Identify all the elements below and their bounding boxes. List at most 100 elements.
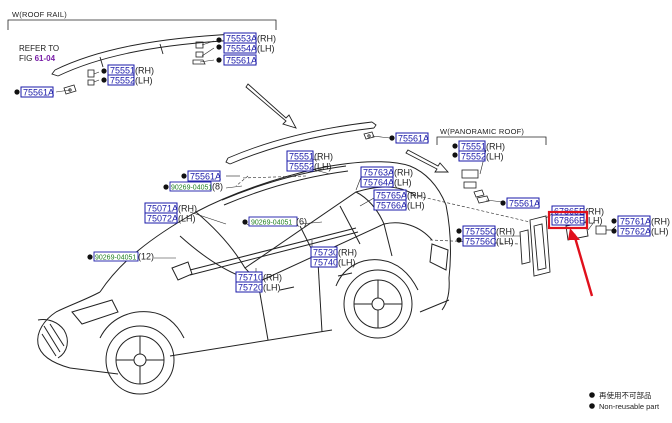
svg-text:75554A: 75554A [226,44,257,54]
svg-text:(RH): (RH) [178,204,197,214]
svg-text:75710: 75710 [238,273,263,283]
svg-text:75720: 75720 [238,283,263,293]
callout-75071A[interactable]: 75071A (RH) [144,202,197,214]
svg-text:(RH): (RH) [486,142,505,152]
callout-75710[interactable]: 75710 (RH) [235,271,282,283]
panoramic-roof-group-title: W(PANORAMIC ROOF) [440,127,524,136]
callout-bolt-8[interactable]: 90269-04051 (8) [163,182,223,192]
direction-arrow-pano-icon [405,149,450,173]
legend: 再使用不可部品 Non-reusable part [589,390,660,411]
callout-75755C[interactable]: 75755C (RH) [456,225,515,237]
svg-text:(RH): (RH) [394,168,413,178]
callout-75552-pano[interactable]: 75552 (LH) [452,150,504,162]
svg-text:75072A: 75072A [147,214,178,224]
svg-text:(LH): (LH) [257,44,275,54]
svg-text:(RH): (RH) [651,217,670,227]
callout-75762A[interactable]: 75762A (LH) [611,225,669,237]
svg-text:90269-04051: 90269-04051 [95,255,136,262]
svg-text:75551: 75551 [461,142,486,152]
callout-75551-main[interactable]: 75551 (RH) [286,150,333,162]
svg-text:(8): (8) [212,182,223,192]
svg-text:75552: 75552 [461,152,486,162]
svg-text:(LH): (LH) [651,227,669,237]
rail-clip-mid-icon [87,69,95,86]
rail-end-cap-icon [192,41,206,65]
callout-75761A[interactable]: 75761A (RH) [611,215,670,227]
svg-text:(RH): (RH) [257,34,276,44]
svg-text:(RH): (RH) [314,152,333,162]
callout-75554A[interactable]: 75554A (LH) [216,42,275,54]
callout-75720[interactable]: 75720 (LH) [235,281,281,293]
svg-text:90269-04051: 90269-04051 [171,185,212,192]
svg-text:(RH): (RH) [496,227,515,237]
callout-75765A[interactable]: 75765A (RH) [373,189,426,201]
callout-bolt-12[interactable]: 90269-04051 (12) [87,252,154,262]
svg-text:75755C: 75755C [465,227,497,237]
callout-75730[interactable]: 75730 (RH) [310,246,357,258]
svg-text:(LH): (LH) [178,214,196,224]
svg-text:75561A: 75561A [226,56,257,66]
svg-text:(LH): (LH) [486,152,504,162]
svg-text:75561A: 75561A [509,199,540,209]
svg-text:75762A: 75762A [620,227,651,237]
svg-text:Non-reusable part: Non-reusable part [599,402,660,411]
refer-fig-label: FIG 61-04 [19,54,56,63]
highlight-box [547,210,589,230]
callout-75766A[interactable]: 75766A (LH) [373,199,425,211]
callout-75561A-front[interactable]: 75561A [500,197,540,209]
svg-text:(RH): (RH) [263,273,282,283]
non-reusable-dot-icon [589,403,595,409]
svg-text:75561A: 75561A [23,88,54,98]
svg-text:75764A: 75764A [363,178,394,188]
fig-link[interactable]: 61-04 [35,54,56,63]
svg-text:75763A: 75763A [363,168,394,178]
callout-75561A-mid[interactable]: 75561A [181,170,221,182]
callout-bolt-6[interactable]: 90269-04051 (6) [242,217,307,227]
svg-text:75730: 75730 [313,248,338,258]
svg-text:(RH): (RH) [585,207,604,217]
svg-text:(RH): (RH) [407,191,426,201]
pano-clip-icon [461,169,490,204]
svg-text:(LH): (LH) [314,162,332,172]
callout-75763A[interactable]: 75763A (RH) [360,166,413,178]
rail-clip-left-icon [63,84,77,95]
svg-text:(LH): (LH) [338,258,356,268]
svg-text:75756C: 75756C [465,237,497,247]
callout-75561A-top[interactable]: 75561A [216,54,257,66]
refer-to-text: REFER TO [19,44,59,53]
panoramic-roof-group-bracket [436,136,547,145]
callout-75764A[interactable]: 75764A (LH) [360,176,412,188]
callout-75551-pano[interactable]: 75551 (RH) [452,140,505,152]
callout-75561A-left[interactable]: 75561A [14,86,54,98]
svg-text:75551: 75551 [289,152,314,162]
callout-75552-rail[interactable]: 75552 (LH) [101,74,153,86]
callout-75553A[interactable]: 75553A (RH) [216,32,276,44]
quarter-glass-moulding-part [519,229,531,265]
callout-75551-rail[interactable]: 75551 (RH) [101,64,154,76]
svg-text:75765A: 75765A [376,191,407,201]
callout-67866E[interactable]: 67866E (LH) [547,210,603,230]
callout-75552-main[interactable]: 75552 (LH) [286,160,332,172]
roof-rail-group-bracket [7,19,277,30]
svg-text:75552: 75552 [289,162,314,172]
svg-text:(6): (6) [296,217,307,227]
highlight-arrow [568,228,594,297]
non-reusable-dot-icon [589,392,595,398]
svg-text:(LH): (LH) [135,76,153,86]
svg-text:(LH): (LH) [394,178,412,188]
callout-75072A[interactable]: 75072A (LH) [144,212,196,224]
garnish-clip-icon [595,225,612,235]
roof-rail-group-title: W(ROOF RAIL) [12,10,67,19]
moulding-clip-icon [363,131,375,140]
svg-text:75551: 75551 [110,66,135,76]
callout-75561A-roof[interactable]: 75561A [389,132,429,144]
callout-75740[interactable]: 75740 (LH) [310,256,356,268]
svg-text:90269-04051: 90269-04051 [251,220,292,227]
svg-text:75561A: 75561A [190,172,221,182]
callout-75756C[interactable]: 75756C (LH) [456,235,514,247]
svg-text:67866E: 67866E [554,216,585,226]
leader-lines [55,40,617,272]
svg-text:再使用不可部品: 再使用不可部品 [599,390,652,400]
front-wheel [99,311,185,395]
